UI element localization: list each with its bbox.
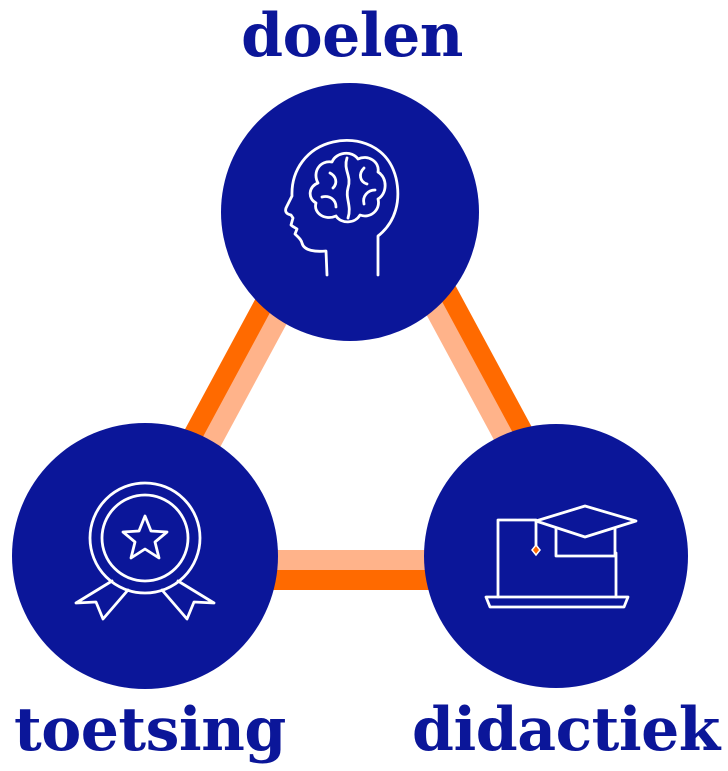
label-doelen: doelen bbox=[241, 1, 463, 71]
label-toetsing: toetsing bbox=[14, 695, 286, 765]
node-toetsing bbox=[12, 423, 278, 689]
node-toetsing-circle bbox=[12, 423, 278, 689]
award-ribbon-icon bbox=[74, 481, 216, 621]
tassel-end-icon bbox=[531, 543, 541, 557]
node-doelen bbox=[221, 83, 479, 341]
label-didactiek: didactiek bbox=[412, 695, 720, 765]
node-didactiek bbox=[424, 424, 688, 688]
laptop-graduation-cap-icon bbox=[484, 504, 638, 609]
brain-head-icon bbox=[284, 138, 400, 277]
